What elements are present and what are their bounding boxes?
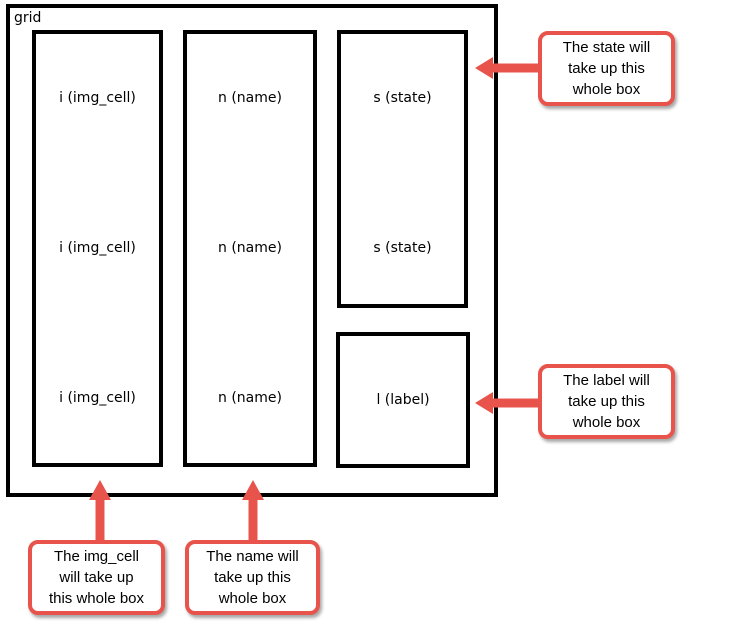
img-cell-box: i (img_cell) i (img_cell) i (img_cell) xyxy=(32,30,163,467)
callout-state-line: The state will xyxy=(562,39,651,56)
name-label: n (name) xyxy=(218,390,282,406)
callout-name: The name will take up this whole box xyxy=(185,540,320,615)
callout-label-line: take up this xyxy=(568,393,645,410)
callout-name-line: whole box xyxy=(218,590,287,607)
callout-label-line: The label will xyxy=(563,372,650,389)
callout-state: The state will take up this whole box xyxy=(538,31,675,106)
img-cell-label: i (img_cell) xyxy=(59,90,136,106)
name-label: n (name) xyxy=(218,90,282,106)
callout-img-cell: The img_cell will take up this whole box xyxy=(28,540,165,615)
callout-name-line: The name will xyxy=(206,548,299,565)
label-box: l (label) xyxy=(336,332,470,468)
name-box: n (name) n (name) n (name) xyxy=(183,30,317,467)
grid-title: grid xyxy=(14,10,42,26)
callout-img-cell-line: will take up xyxy=(59,569,134,586)
img-cell-label: i (img_cell) xyxy=(59,390,136,406)
callout-label-line: whole box xyxy=(572,414,641,431)
state-label: s (state) xyxy=(373,90,432,106)
callout-name-line: take up this xyxy=(214,569,291,586)
state-box: s (state) s (state) xyxy=(337,30,468,308)
callout-img-cell-line: this whole box xyxy=(48,590,145,607)
callout-img-cell-line: The img_cell xyxy=(53,548,140,565)
state-label: s (state) xyxy=(373,240,432,256)
callout-state-line: take up this xyxy=(568,60,645,77)
img-cell-label: i (img_cell) xyxy=(59,240,136,256)
label-label: l (label) xyxy=(376,392,430,408)
callout-label: The label will take up this whole box xyxy=(538,364,675,439)
grid-container: grid i (img_cell) i (img_cell) i (img_ce… xyxy=(6,4,498,497)
callout-state-line: whole box xyxy=(572,81,641,98)
name-label: n (name) xyxy=(218,240,282,256)
